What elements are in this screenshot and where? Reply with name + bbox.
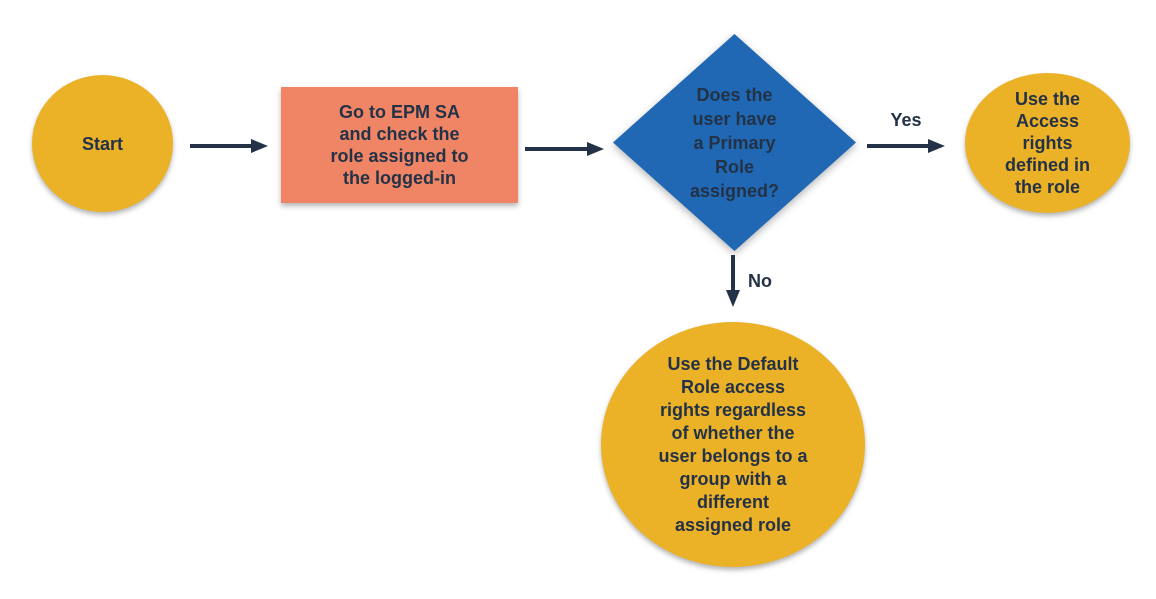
arrow-shaft [731,255,735,290]
arrow-decision-to-yes [867,138,945,154]
decision-node: Does the user have a Primary Role assign… [613,34,856,251]
arrowhead-right-icon [251,139,268,153]
process-node-label: Go to EPM SA and check the role assigned… [330,102,469,188]
decision-node-label: Does the user have a Primary Role assign… [689,84,780,201]
no-outcome-node: Use the Default Role access rights regar… [601,322,865,567]
arrow-process-to-decision [525,141,604,157]
start-node-label: Start [81,133,123,154]
arrow-shaft [190,144,251,148]
yes-outcome-node-label: Use the Access rights defined in the rol… [1005,89,1090,197]
decision-diamond-shape [613,34,856,251]
yes-outcome-node: Use the Access rights defined in the rol… [965,73,1130,213]
arrowhead-right-icon [928,139,945,153]
start-node: Start [32,75,173,212]
arrow-start-to-process [190,138,268,154]
arrow-decision-to-no [725,255,741,307]
yes-edge-label: Yes [890,110,922,130]
no-outcome-node-label: Use the Default Role access rights regar… [658,353,808,535]
no-edge-label: No [748,271,772,291]
process-node: Go to EPM SA and check the role assigned… [281,87,518,203]
arrow-shaft [867,144,928,148]
arrowhead-right-icon [587,142,604,156]
arrowhead-down-icon [726,290,740,307]
arrow-shaft [525,147,587,151]
